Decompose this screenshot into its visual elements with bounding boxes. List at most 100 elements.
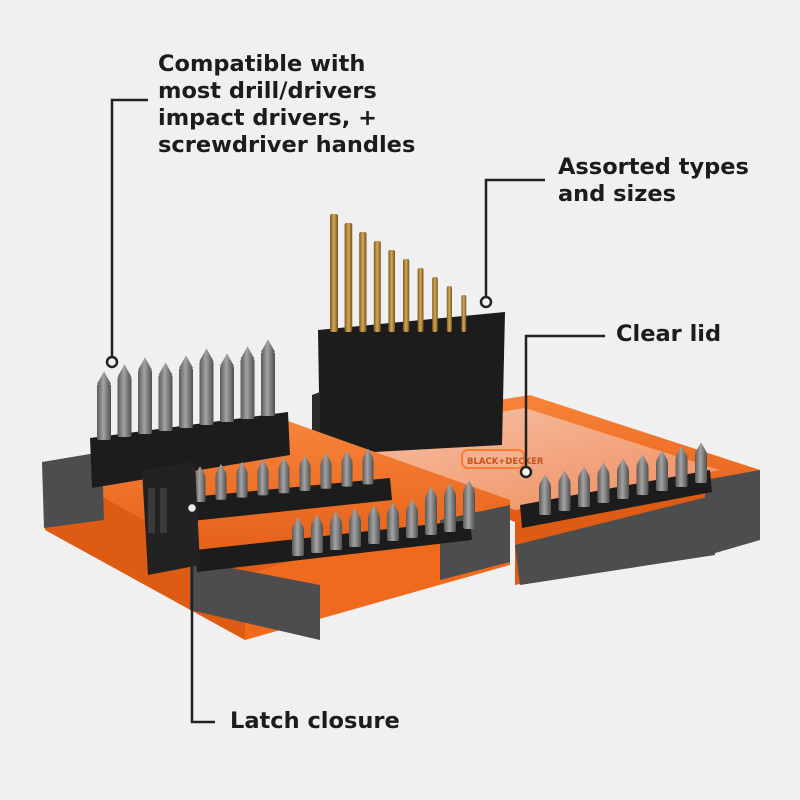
driver-bit xyxy=(463,480,475,529)
driver-bit-tip xyxy=(330,511,342,522)
drill-bit xyxy=(417,268,424,332)
driver-bit-tip xyxy=(387,502,399,513)
drill-bit xyxy=(388,250,395,332)
driver-bit-shank xyxy=(406,510,418,538)
driver-bit-tip xyxy=(362,448,374,459)
screwdriver-bit xyxy=(199,348,214,425)
callout-line: Latch closure xyxy=(230,708,400,734)
driver-bit-shank xyxy=(425,497,437,535)
screwdriver-bit xyxy=(261,339,275,416)
driver-bit-tip xyxy=(558,470,571,481)
driver-bit-tip xyxy=(349,508,361,519)
screwdriver-bit-tip xyxy=(220,353,234,366)
callout-line: impact drivers, + xyxy=(158,105,377,131)
driver-bit-shank xyxy=(362,458,374,485)
callout-line: Assorted types xyxy=(558,154,749,180)
driver-bit-shank xyxy=(257,469,269,496)
driver-bit xyxy=(387,502,399,541)
drill-bit xyxy=(432,277,438,332)
driver-bit-tip xyxy=(695,442,707,453)
callout-line: Compatible with xyxy=(158,51,366,77)
driver-bit-tip xyxy=(463,480,475,491)
left-corner-bumper xyxy=(42,452,104,528)
driver-bit xyxy=(341,450,353,487)
driver-bit-tip xyxy=(425,486,437,497)
drill-bit xyxy=(461,295,467,332)
screwdriver-bit-tip xyxy=(138,357,152,370)
screwdriver-bit xyxy=(220,353,234,422)
driver-bit xyxy=(558,470,571,511)
driver-bit-shank xyxy=(675,457,688,487)
driver-bit-tip xyxy=(311,514,323,525)
driver-bit xyxy=(656,450,668,491)
screwdriver-bit-shank xyxy=(199,361,214,425)
driver-bit xyxy=(636,454,649,495)
driver-bit-shank xyxy=(236,471,248,498)
drill-bit xyxy=(330,214,338,332)
driver-bit-shank xyxy=(278,467,290,494)
lid-logo-badge xyxy=(461,449,525,469)
drill-bit xyxy=(359,232,367,332)
driver-bit-tip xyxy=(257,459,269,470)
driver-bit-shank xyxy=(695,453,707,483)
screwdriver-bit xyxy=(158,362,173,431)
screwdriver-bit-shank xyxy=(261,352,275,416)
driver-bit xyxy=(617,458,629,499)
screwdriver-bit-shank xyxy=(97,384,111,440)
drill-bit xyxy=(403,259,410,332)
screwdriver-bit xyxy=(117,364,132,437)
driver-bit xyxy=(299,455,311,491)
callout-line: and sizes xyxy=(558,181,676,207)
callout-line: most drill/drivers xyxy=(158,78,377,104)
screwdriver-bit xyxy=(179,355,193,428)
driver-bit-tip xyxy=(236,461,248,472)
screwdriver-bit xyxy=(97,371,111,440)
driver-bit-tip xyxy=(617,458,629,469)
driver-bit xyxy=(311,514,323,553)
driver-bit xyxy=(578,466,590,507)
driver-bit xyxy=(320,452,332,489)
driver-bit-tip xyxy=(194,466,206,476)
driver-bit-shank xyxy=(387,513,399,541)
screwdriver-bit-shank xyxy=(179,368,193,428)
driver-bit-shank xyxy=(349,519,361,547)
driver-bit xyxy=(695,442,707,483)
driver-bit-tip xyxy=(675,446,688,457)
callout-latch: Latch closure xyxy=(230,708,400,735)
screwdriver-bit-tip xyxy=(240,346,255,359)
right-corner-bumper xyxy=(705,470,760,556)
driver-bit xyxy=(236,461,248,498)
driver-bit-shank xyxy=(636,465,649,495)
driver-bit-shank xyxy=(311,525,323,553)
driver-bit xyxy=(444,483,456,532)
driver-bit-tip xyxy=(636,454,649,465)
screwdriver-bit xyxy=(240,346,255,419)
callout-lid: Clear lid xyxy=(616,321,721,348)
driver-bit-tip xyxy=(215,463,227,474)
driver-bit-shank xyxy=(299,465,311,491)
screwdriver-bit-tip xyxy=(97,371,111,384)
driver-bit-shank xyxy=(617,469,629,499)
driver-bit-shank xyxy=(597,473,610,503)
driver-bit-tip xyxy=(444,483,456,494)
callout-line: screwdriver handles xyxy=(158,132,416,158)
driver-bit-tip xyxy=(299,455,311,465)
middle-bit-rows xyxy=(180,448,475,572)
driver-bit xyxy=(539,474,551,515)
driver-bit-shank xyxy=(368,516,380,544)
driver-bit xyxy=(349,508,361,547)
screwdriver-bit-tip xyxy=(199,348,214,361)
driver-bit xyxy=(330,511,342,550)
screwdriver-bit-shank xyxy=(117,377,132,437)
callout-line: Clear lid xyxy=(616,321,722,347)
driver-bit-tip xyxy=(539,474,551,485)
driver-bit-shank xyxy=(463,491,475,529)
driver-bit xyxy=(215,463,227,500)
lid-logo-text: BLACK+DECKER xyxy=(467,457,544,467)
driver-bit-shank xyxy=(578,477,590,507)
driver-bit-shank xyxy=(292,528,304,556)
screwdriver-bit-shank xyxy=(240,359,255,419)
front-corner-bumper xyxy=(190,560,320,640)
driver-bit-tip xyxy=(578,466,590,477)
